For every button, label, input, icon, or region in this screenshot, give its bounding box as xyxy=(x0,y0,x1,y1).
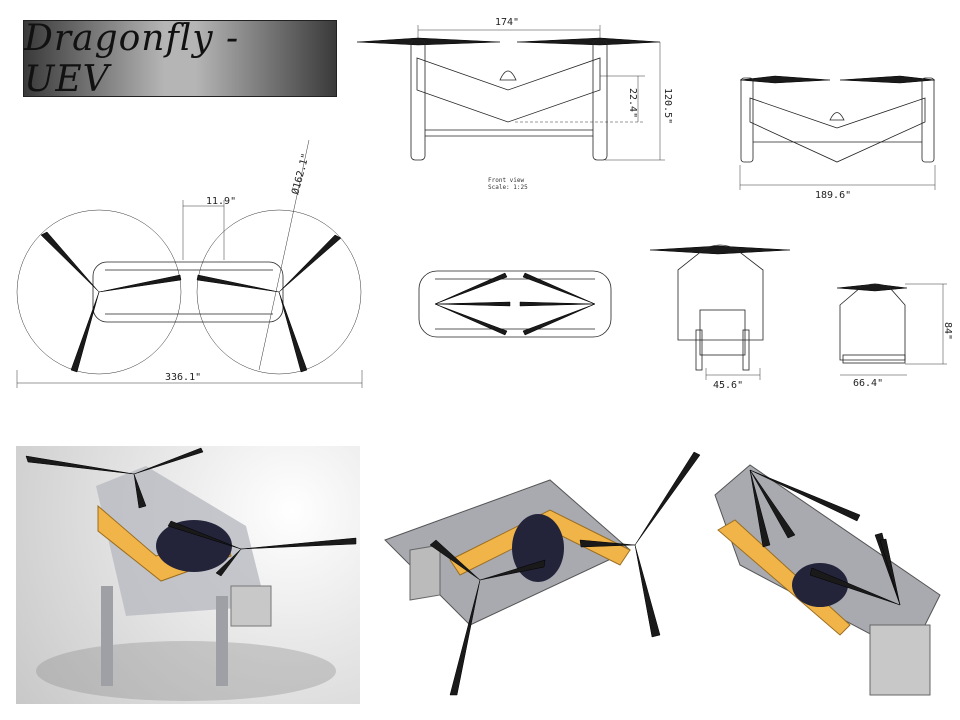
top-right-blade-1 xyxy=(278,234,342,293)
right-rotor-disk xyxy=(196,209,362,375)
angled-front-view-drawing: 189.6" xyxy=(739,75,936,201)
small-side-height-label: 84" xyxy=(942,322,953,340)
top-left-blade-3 xyxy=(98,274,182,293)
front-height-label: 120.5" xyxy=(662,88,673,124)
small-front-view-drawing: 45.6" xyxy=(649,244,791,391)
front-note-1: Front view xyxy=(488,177,525,184)
small-front-rotor xyxy=(649,245,791,255)
top-right-blade-2 xyxy=(278,291,308,373)
front-tilt-label: 22.4" xyxy=(627,88,638,118)
top-gap-label: 11.9" xyxy=(206,196,236,207)
top-left-blade-2 xyxy=(70,291,100,373)
angled-left-rotor xyxy=(739,75,831,84)
bottom-view-drawing xyxy=(418,270,612,338)
small-front-width-label: 45.6" xyxy=(713,380,743,391)
render-perspective-left xyxy=(16,446,360,704)
front-note-2: Scale: 1:25 xyxy=(488,184,528,191)
top-diameter-label: Ø162.1" xyxy=(289,152,312,196)
angled-right-rotor xyxy=(839,75,936,84)
top-right-blade-3 xyxy=(196,274,280,293)
angled-width-label: 189.6" xyxy=(815,190,851,201)
front-width-label: 174" xyxy=(495,17,519,28)
top-overall-width-label: 336.1" xyxy=(165,372,201,383)
front-right-rotor xyxy=(516,37,661,46)
top-left-blade-1 xyxy=(40,231,100,293)
top-view-drawing: 11.9" Ø162.1" 336.1" xyxy=(16,139,363,388)
front-left-rotor xyxy=(356,37,501,46)
title-text: Dragonfly - UEV xyxy=(24,17,240,100)
small-side-rotor xyxy=(836,283,908,292)
small-side-width-label: 66.4" xyxy=(853,378,883,389)
small-side-view-drawing: 84" 66.4" xyxy=(836,283,953,389)
front-view-drawing: 174" 22.4" 120.5" Front view Scale: 1:25 xyxy=(356,17,673,191)
left-rotor-disk xyxy=(16,209,182,375)
title-banner: Dragonfly - UEV xyxy=(23,17,337,100)
render-perspective-right xyxy=(710,455,950,710)
render-perspective-center xyxy=(380,450,701,705)
